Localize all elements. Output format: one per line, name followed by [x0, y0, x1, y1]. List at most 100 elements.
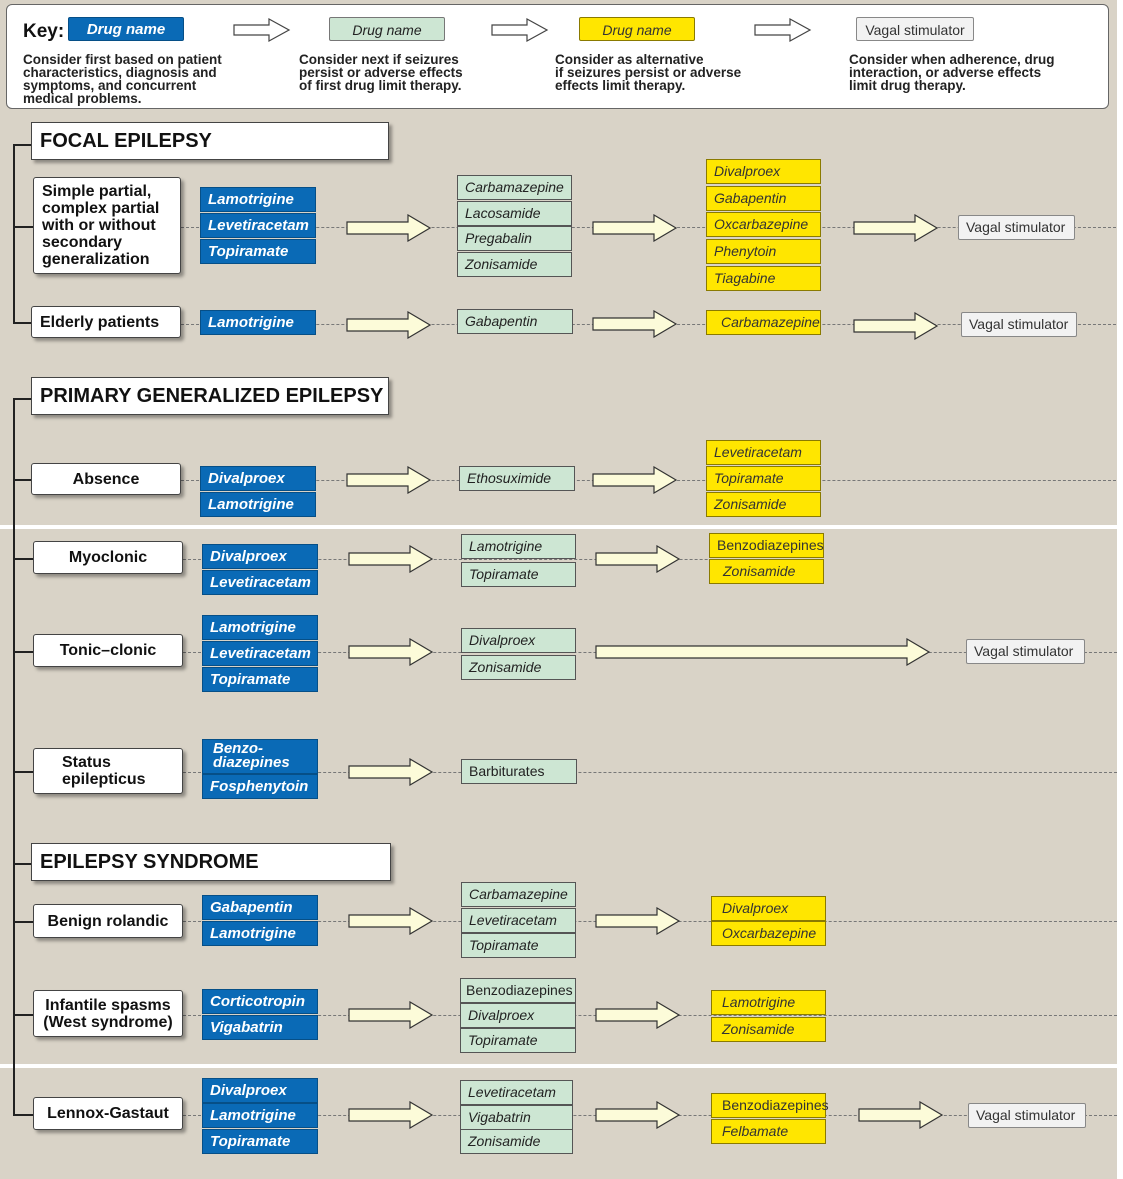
drug-my-alt-1: Benzodiazepines: [709, 533, 824, 558]
condition-infantile-spasms: Infantile spasms (West syndrome): [33, 990, 183, 1037]
arrow-elderly-3: [853, 312, 939, 340]
arrow-myoclonic-1: [348, 545, 434, 573]
condition-elderly: Elderly patients: [31, 306, 181, 338]
drug-lg-alt-2: Felbamate: [711, 1119, 826, 1144]
drug-br-alt-1: Divalproex: [711, 896, 826, 921]
arrow-elderly-1: [346, 311, 432, 339]
drug-sp-alt-2: Gabapentin: [706, 186, 821, 211]
key-vagal-box: Vagal stimulator: [856, 17, 974, 41]
tree-branch-absence: [13, 479, 33, 481]
section-primary-generalized: PRIMARY GENERALIZED EPILEPSY: [31, 377, 389, 415]
key-desc-vagal: Consider when adherence, drug interactio…: [849, 52, 1055, 93]
key-first-line-box: Drug name: [68, 17, 184, 41]
tree-branch-syndrome: [13, 863, 31, 865]
section-epilepsy-syndrome: EPILEPSY SYNDROME: [31, 843, 391, 881]
arrow-tonic-long: [595, 638, 931, 666]
drug-st-next-1: Barbiturates: [461, 759, 577, 784]
drug-br-first-2: Lamotrigine: [202, 921, 318, 946]
drug-br-alt-2: Oxcarbazepine: [711, 921, 826, 946]
dots-status: [183, 772, 1117, 773]
condition-absence: Absence: [31, 463, 181, 495]
drug-br-next-2: Levetiracetam: [461, 908, 576, 933]
tree-branch-focal-top: [13, 144, 31, 146]
arrow-absence-2: [592, 466, 678, 494]
drug-ab-first-2: Lamotrigine: [200, 492, 316, 517]
tree-branch-status: [13, 771, 33, 773]
vagal-stimulator-simple: Vagal stimulator: [958, 215, 1075, 240]
drug-tc-first-2: Levetiracetam: [202, 641, 318, 666]
arrow-benign-1: [348, 907, 434, 935]
drug-st-first-1: Benzo- diazepines: [202, 739, 318, 774]
drug-ab-alt-3: Zonisamide: [706, 492, 821, 517]
tree-branch-infantile: [13, 1014, 33, 1016]
condition-simple-partial: Simple partial, complex partial with or …: [33, 177, 181, 274]
tree-branch-elderly: [13, 322, 33, 324]
vagal-stimulator-tonic: Vagal stimulator: [966, 639, 1085, 664]
drug-my-first-2: Levetiracetam: [202, 570, 318, 595]
drug-sp-first-1: Lamotrigine: [200, 187, 316, 212]
drug-sp-alt-4: Phenytoin: [706, 239, 821, 264]
key-arrow-3: [754, 17, 812, 43]
dots-myoclonic: [183, 559, 823, 560]
drug-ab-first-1: Divalproex: [200, 466, 316, 491]
drug-lg-next-3: Zonisamide: [460, 1129, 573, 1154]
drug-my-next-2: Topiramate: [461, 562, 576, 587]
drug-sp-alt-5: Tiagabine: [706, 266, 821, 291]
drug-sp-next-2: Lacosamide: [457, 201, 572, 226]
key-arrow-2: [491, 17, 549, 43]
drug-sp-alt-3: Oxcarbazepine: [706, 212, 821, 237]
drug-tc-first-1: Lamotrigine: [202, 615, 318, 640]
tree-branch-lennox: [13, 1114, 33, 1116]
arrow-status-1: [348, 758, 434, 786]
drug-is-next-1: Benzodiazepines: [460, 978, 576, 1003]
key-title: Key:: [23, 21, 65, 42]
key-desc-first: Consider first based on patient characte…: [23, 52, 222, 106]
arrow-simple-3: [853, 214, 939, 242]
drug-tc-next-1: Divalproex: [461, 628, 576, 653]
arrow-lennox-1: [348, 1101, 434, 1129]
drug-el-first-1: Lamotrigine: [200, 310, 316, 335]
arrow-benign-2: [595, 907, 681, 935]
arrow-lennox-2: [595, 1101, 681, 1129]
arrow-simple-2: [592, 214, 678, 242]
drug-sp-alt-1: Divalproex: [706, 159, 821, 184]
vagal-stimulator-elderly: Vagal stimulator: [961, 312, 1077, 337]
arrow-absence-1: [346, 466, 432, 494]
arrow-infantile-2: [595, 1001, 681, 1029]
drug-br-first-1: Gabapentin: [202, 895, 318, 920]
key-desc-alternative: Consider as alternative if seizures pers…: [555, 52, 742, 93]
drug-sp-next-3: Pregabalin: [457, 226, 572, 251]
drug-lg-next-1: Levetiracetam: [460, 1080, 573, 1105]
drug-sp-first-3: Topiramate: [200, 239, 316, 264]
drug-br-next-3: Topiramate: [461, 933, 576, 958]
drug-sp-first-2: Levetiracetam: [200, 213, 316, 238]
key-next-box: Drug name: [329, 17, 445, 41]
drug-br-next-1: Carbamazepine: [461, 882, 576, 907]
arrow-myoclonic-2: [595, 545, 681, 573]
condition-tonic-clonic: Tonic–clonic: [33, 634, 183, 667]
arrow-simple-1: [346, 214, 432, 242]
drug-is-alt-1: Lamotrigine: [711, 990, 826, 1015]
condition-status-epilepticus: Status epilepticus: [33, 748, 183, 794]
arrow-tonic-1: [348, 638, 434, 666]
drug-lg-alt-1: Benzodiazepines: [711, 1093, 829, 1118]
arrow-infantile-1: [348, 1001, 434, 1029]
drug-sp-next-1: Carbamazepine: [457, 175, 572, 200]
arrow-lennox-3: [858, 1101, 944, 1129]
tree-line-focal: [13, 144, 15, 324]
drug-is-alt-2: Zonisamide: [711, 1017, 826, 1042]
tree-branch-primary: [13, 398, 31, 400]
drug-my-alt-2: Zonisamide: [709, 559, 824, 584]
drug-tc-next-2: Zonisamide: [461, 655, 576, 680]
drug-ab-alt-2: Topiramate: [706, 466, 821, 491]
drug-my-first-1: Divalproex: [202, 544, 318, 569]
tree-line-main: [13, 398, 15, 1115]
key-alternative-box: Drug name: [579, 17, 695, 41]
key-arrow-1: [233, 17, 291, 43]
drug-lg-first-1: Divalproex: [202, 1078, 318, 1103]
tree-branch-myoclonic: [13, 558, 33, 560]
section-focal-epilepsy: FOCAL EPILEPSY: [31, 122, 389, 160]
condition-myoclonic: Myoclonic: [33, 541, 183, 574]
drug-lg-next-2: Vigabatrin: [460, 1105, 573, 1130]
key-desc-next: Consider next if seizures persist or adv…: [299, 52, 463, 93]
